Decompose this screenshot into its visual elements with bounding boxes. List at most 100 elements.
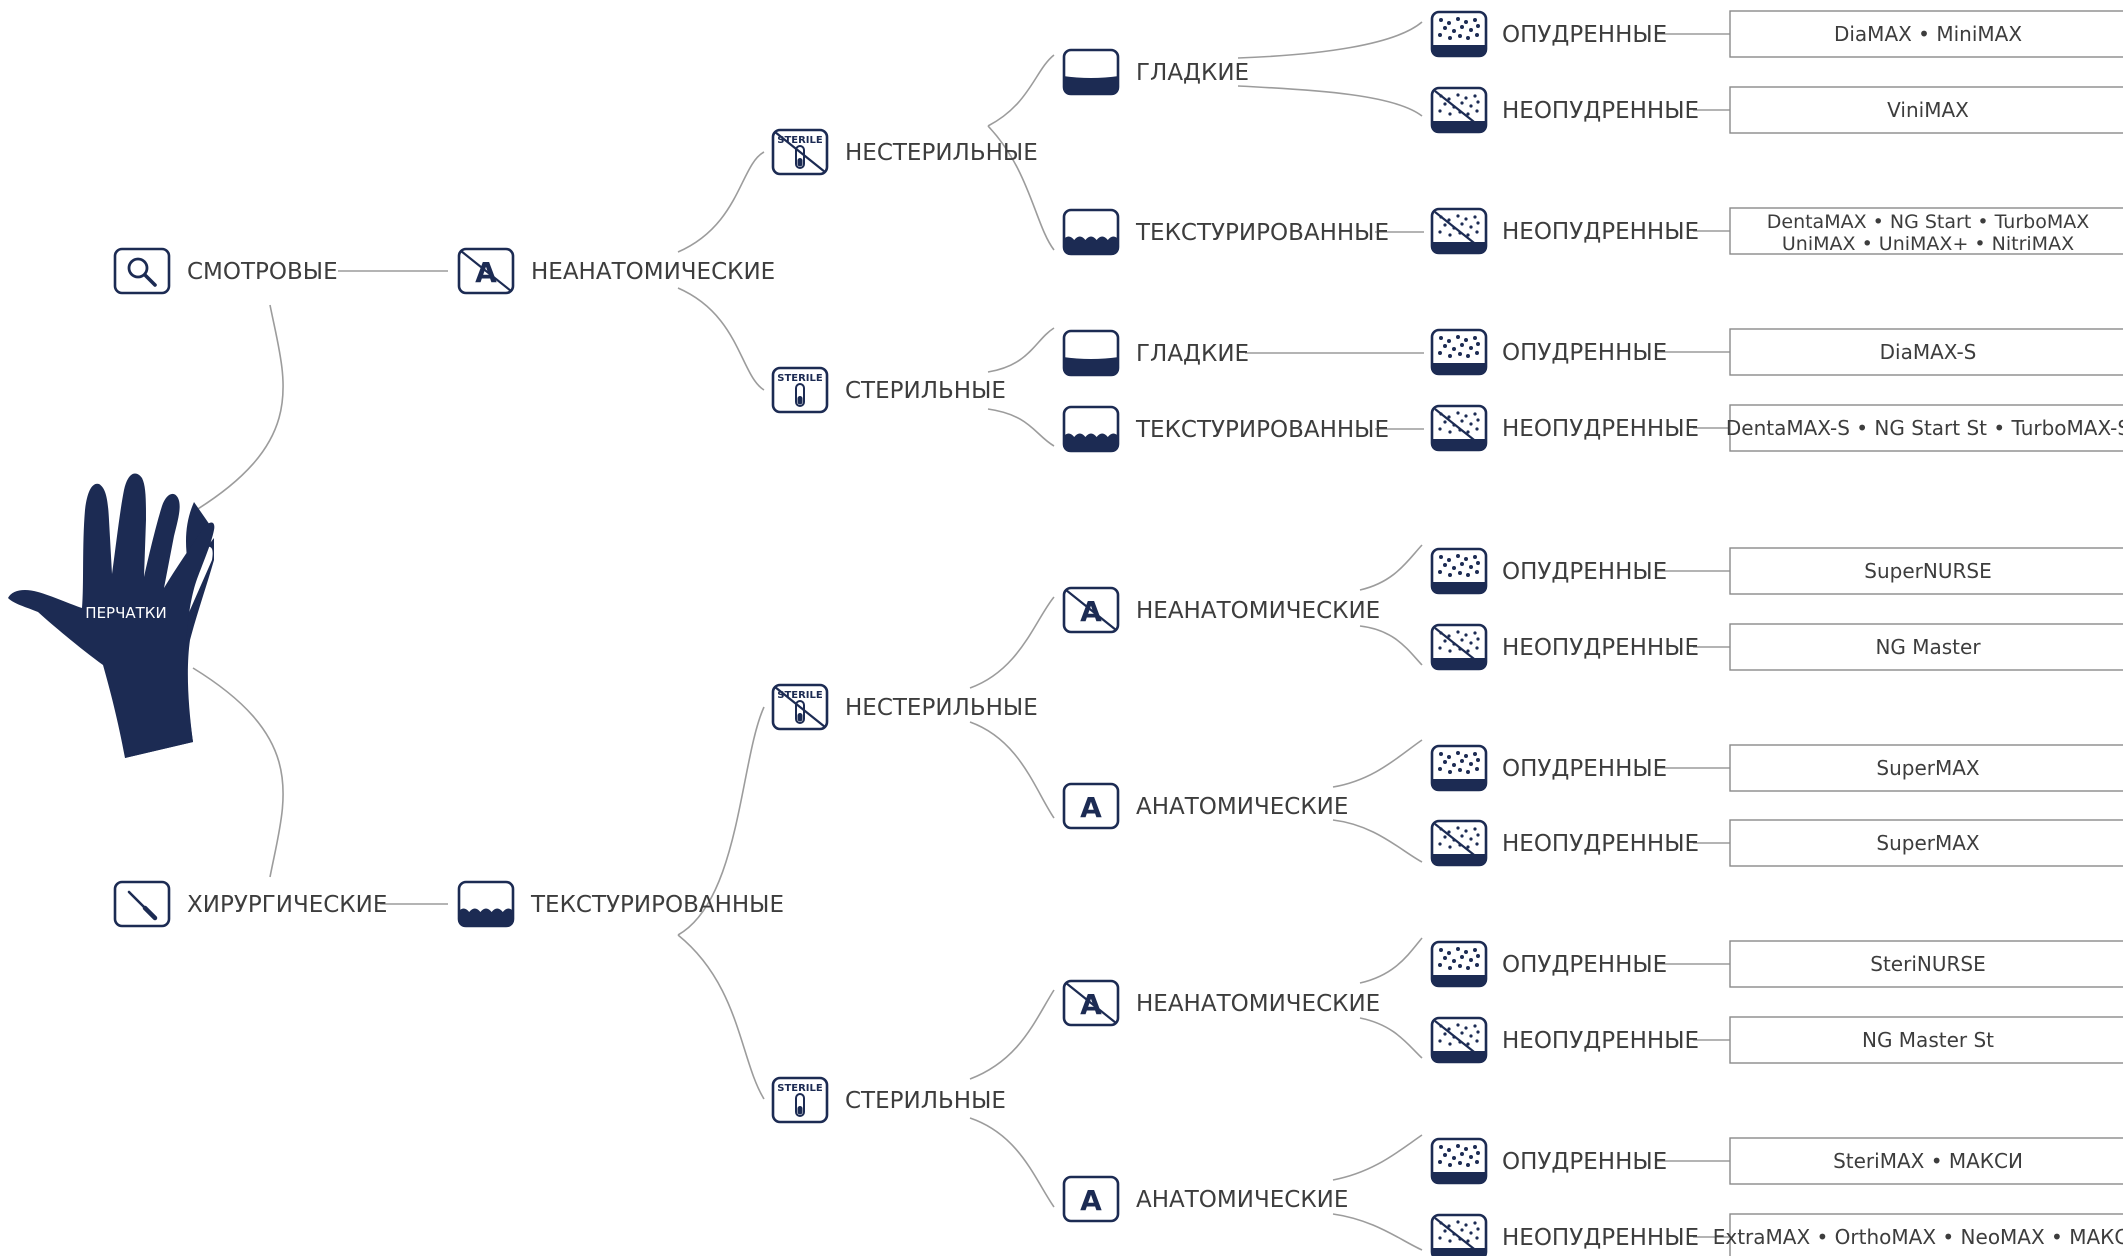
- glove-hand-icon: ПЕРЧАТКИ: [8, 473, 215, 758]
- node-label: НЕАНАТОМИЧЕСКИЕ: [1136, 991, 1380, 1017]
- node-sns-nonanatomic: A НЕАНАТОМИЧЕСКИЕ: [1062, 586, 1380, 634]
- node-sst-anatomic: A АНАТОМИЧЕСКИЕ: [1062, 1175, 1348, 1223]
- product-names: SuperMAX: [1876, 831, 1980, 855]
- leaf-row: НЕОПУДРЕННЫЕ NG Master St: [1430, 1016, 2123, 1064]
- node-examination: СМОТРОВЫЕ: [113, 247, 338, 295]
- product-box: ExtraMAX • OrthoMAX • NeoMAX • МАКСИ: [1713, 1213, 2123, 1260]
- leaf-label: НЕОПУДРЕННЫЕ: [1502, 1028, 1699, 1054]
- magnifier-icon: [113, 247, 171, 295]
- leaf-label: ОПУДРЕННЫЕ: [1502, 559, 1667, 585]
- node-st-smooth: ГЛАДКИЕ: [1062, 329, 1249, 377]
- node-label: ТЕКСТУРИРОВАННЫЕ: [1135, 417, 1389, 443]
- powdered-icon: [1430, 10, 1488, 58]
- product-names: ViniMAX: [1887, 98, 1969, 122]
- node-sst-nonanatomic: A НЕАНАТОМИЧЕСКИЕ: [1062, 979, 1380, 1027]
- powder-free-icon: [1430, 1213, 1488, 1260]
- node-label: СТЕРИЛЬНЫЕ: [845, 1088, 1006, 1114]
- leaf-row: ОПУДРЕННЫЕ DiaMAX • MiniMAX: [1430, 10, 2123, 58]
- connector-lines: [192, 21, 1424, 1251]
- product-box: DiaMAX-S: [1729, 328, 2123, 376]
- non-anatomic-icon: A: [457, 247, 515, 295]
- powder-free-icon: [1430, 404, 1488, 452]
- powdered-icon: [1430, 328, 1488, 376]
- node-label: НЕСТЕРИЛЬНЫЕ: [845, 695, 1038, 721]
- node-ns-textured: ТЕКСТУРИРОВАННЫЕ: [1062, 208, 1389, 256]
- svg-text:A: A: [1080, 1184, 1102, 1217]
- non-sterile-icon: STERILE: [771, 683, 829, 731]
- svg-text:A: A: [1080, 791, 1102, 824]
- leaf-row: НЕОПУДРЕННЫЕ ExtraMAX • OrthoMAX • NeoMAX…: [1430, 1213, 2123, 1260]
- product-box: NG Master St: [1729, 1016, 2123, 1064]
- powdered-icon: [1430, 940, 1488, 988]
- leaf-row: НЕОПУДРЕННЫЕ SuperMAX: [1430, 819, 2123, 867]
- leaf-label: ОПУДРЕННЫЕ: [1502, 22, 1667, 48]
- product-box: DentaMAX-S • NG Start St • TurboMAX-S: [1726, 404, 2123, 452]
- node-surgical: ХИРУРГИЧЕСКИЕ: [113, 880, 387, 928]
- node-st-textured: ТЕКСТУРИРОВАННЫЕ: [1062, 405, 1389, 453]
- leaf-label: НЕОПУДРЕННЫЕ: [1502, 219, 1699, 245]
- node-label: НЕАНАТОМИЧЕСКИЕ: [1136, 598, 1380, 624]
- sterile-icon: STERILE: [771, 366, 829, 414]
- powder-free-icon: [1430, 207, 1488, 255]
- leaf-label: НЕОПУДРЕННЫЕ: [1502, 1225, 1699, 1251]
- smooth-surface-icon: [1062, 329, 1120, 377]
- product-names: DentaMAX-S • NG Start St • TurboMAX-S: [1726, 416, 2123, 440]
- textured-surface-icon: [457, 880, 515, 928]
- leaf-label: НЕОПУДРЕННЫЕ: [1502, 416, 1699, 442]
- node-surg-sterile: STERILE СТЕРИЛЬНЫЕ: [771, 1076, 1006, 1124]
- powder-free-icon: [1430, 1016, 1488, 1064]
- svg-text:STERILE: STERILE: [777, 373, 823, 384]
- non-anatomic-icon: A: [1062, 586, 1120, 634]
- leaf-row: ОПУДРЕННЫЕ SteriNURSE: [1430, 940, 2123, 988]
- anatomic-icon: A: [1062, 1175, 1120, 1223]
- product-box: SuperNURSE: [1729, 547, 2123, 595]
- product-box: SteriNURSE: [1729, 940, 2123, 988]
- leaf-label: НЕОПУДРЕННЫЕ: [1502, 98, 1699, 124]
- powdered-icon: [1430, 1137, 1488, 1185]
- smooth-surface-icon: [1062, 48, 1120, 96]
- powder-free-icon: [1430, 623, 1488, 671]
- node-label: ХИРУРГИЧЕСКИЕ: [187, 892, 387, 918]
- node-label: АНАТОМИЧЕСКИЕ: [1136, 794, 1348, 820]
- node-label: АНАТОМИЧЕСКИЕ: [1136, 1187, 1348, 1213]
- node-label: ТЕКСТУРИРОВАННЫЕ: [530, 892, 784, 918]
- leaf-row: НЕОПУДРЕННЫЕ ViniMAX: [1430, 86, 2123, 134]
- node-exam-nonanatomic: A НЕАНАТОМИЧЕСКИЕ: [457, 247, 775, 295]
- non-anatomic-icon: A: [1062, 979, 1120, 1027]
- leaf-label: НЕОПУДРЕННЫЕ: [1502, 831, 1699, 857]
- leaf-label: ОПУДРЕННЫЕ: [1502, 952, 1667, 978]
- product-names: UniMAX • UniMAX+ • NitriMAX: [1782, 233, 2074, 255]
- node-surg-nonsterile: STERILE НЕСТЕРИЛЬНЫЕ: [771, 683, 1038, 731]
- leaf-row: ОПУДРЕННЫЕ SuperNURSE: [1430, 547, 2123, 595]
- product-names: DiaMAX • MiniMAX: [1834, 22, 2022, 46]
- scalpel-icon: [113, 880, 171, 928]
- powder-free-icon: [1430, 819, 1488, 867]
- leaf-label: ОПУДРЕННЫЕ: [1502, 1149, 1667, 1175]
- node-label: ГЛАДКИЕ: [1136, 60, 1249, 86]
- textured-surface-icon: [1062, 208, 1120, 256]
- sterile-icon: STERILE: [771, 1076, 829, 1124]
- product-names: NG Master St: [1862, 1028, 1994, 1052]
- leaf-row: ОПУДРЕННЫЕ SteriMAX • МАКСИ: [1430, 1137, 2123, 1185]
- svg-text:STERILE: STERILE: [777, 690, 823, 701]
- node-label: НЕСТЕРИЛЬНЫЕ: [845, 140, 1038, 166]
- node-label: ТЕКСТУРИРОВАННЫЕ: [1135, 220, 1389, 246]
- product-names: DiaMAX-S: [1880, 340, 1977, 364]
- product-box: NG Master: [1729, 623, 2123, 671]
- product-names: DentaMAX • NG Start • TurboMAX: [1767, 211, 2090, 233]
- leaf-connector-lines: [1657, 33, 1730, 1238]
- anatomic-icon: A: [1062, 782, 1120, 830]
- node-surg-textured: ТЕКСТУРИРОВАННЫЕ: [457, 880, 784, 928]
- product-names: SuperNURSE: [1864, 559, 1991, 583]
- svg-text:STERILE: STERILE: [777, 1083, 823, 1094]
- powdered-icon: [1430, 547, 1488, 595]
- product-box: SteriMAX • МАКСИ: [1729, 1137, 2123, 1185]
- powdered-icon: [1430, 744, 1488, 792]
- node-label: НЕАНАТОМИЧЕСКИЕ: [531, 259, 775, 285]
